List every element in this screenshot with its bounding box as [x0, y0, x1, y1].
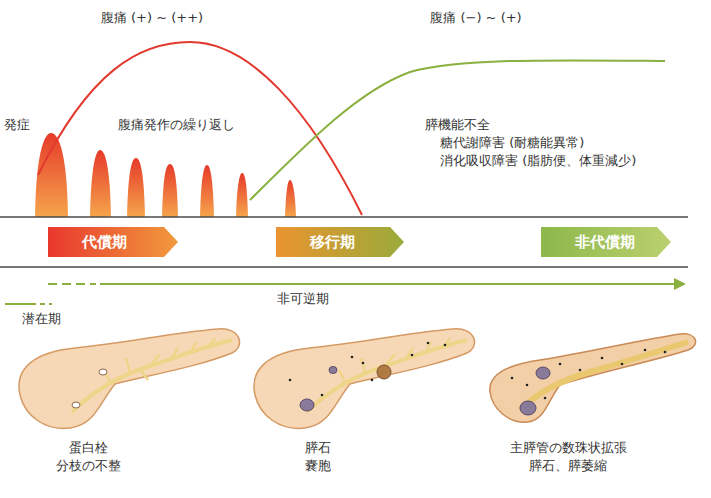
- onset-label: 発症: [4, 117, 30, 133]
- chevron-shape: [541, 227, 671, 257]
- finding-caption: 主膵管の数珠状拡張: [510, 440, 627, 456]
- phase-label: 非代償期: [541, 227, 635, 257]
- phase-label: 移行期: [276, 227, 355, 257]
- dashed-line: [48, 283, 96, 285]
- pancreas-figure: [490, 334, 696, 422]
- pancreas-figure: [254, 329, 475, 429]
- symptom-label: 消化吸収障害 (脂肪便、体重減少): [440, 153, 636, 169]
- arrow-head: [674, 278, 686, 290]
- attack-label: 腹痛発作の繰り返し: [118, 117, 235, 133]
- period-label: 非可逆期: [274, 291, 332, 307]
- pain-curve: [38, 42, 362, 215]
- finding-caption: 嚢胞: [305, 458, 331, 474]
- phase-band: 非代償期: [541, 227, 671, 257]
- chevron-shape: [276, 227, 404, 257]
- insufficiency-label: 膵機能不全: [425, 117, 490, 133]
- phase-band: 移行期: [276, 227, 404, 257]
- latent-line: [5, 303, 36, 305]
- chevron-shape: [48, 227, 178, 257]
- axis-line: [0, 266, 688, 268]
- insufficiency-curve: [250, 60, 665, 200]
- pain-label: 腹痛 (+) ~ (++): [101, 10, 203, 26]
- symptom-label: 糖代謝障害 (耐糖能異常): [440, 135, 584, 151]
- finding-caption: 蛋白栓: [69, 440, 108, 456]
- pancreas-figure: [19, 329, 240, 429]
- finding-caption: 分枝の不整: [56, 458, 121, 474]
- pain-spikes: [35, 133, 296, 217]
- dashed-line: [40, 303, 52, 305]
- period-label: 潜在期: [22, 311, 61, 327]
- phase-label: 代償期: [48, 227, 127, 257]
- pain-label: 腹痛 (−) ~ (+): [430, 10, 521, 26]
- finding-caption: 膵石: [305, 440, 331, 456]
- axis-line: [0, 216, 688, 218]
- arrow-line: [100, 283, 676, 285]
- phase-band: 代償期: [48, 227, 178, 257]
- finding-caption: 膵石、膵萎縮: [529, 458, 607, 474]
